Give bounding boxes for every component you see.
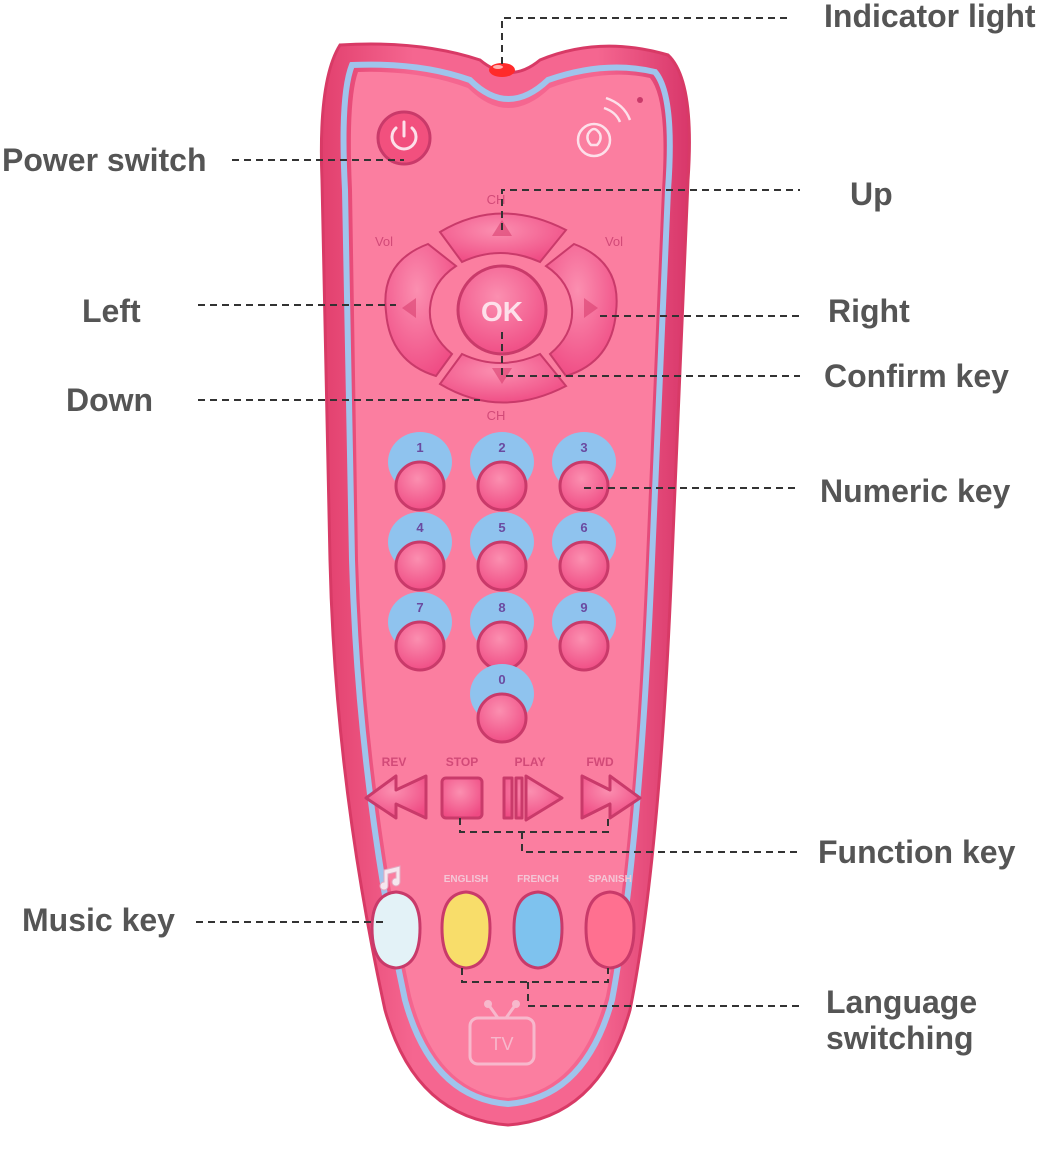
indicator-light-shine (493, 65, 503, 69)
indicator-light (489, 63, 515, 77)
callout-left: Left (82, 293, 141, 329)
leader-indicator-light (501, 17, 790, 64)
vol-right-label: Vol (605, 234, 623, 249)
number-key-label: 1 (416, 440, 423, 455)
function-label-play: PLAY (515, 755, 546, 769)
number-key-7[interactable]: 7 (388, 592, 452, 672)
ok-label: OK (481, 296, 523, 327)
rev-key[interactable] (364, 774, 428, 820)
power-button[interactable] (376, 110, 432, 166)
callout-function-key: Function key (818, 834, 1016, 870)
language-label-french: FRENCH (517, 874, 559, 885)
tv-label: TV (490, 1034, 513, 1054)
number-key-5[interactable]: 5 (470, 512, 534, 592)
music-key[interactable] (370, 890, 422, 970)
number-key-label: 7 (416, 600, 423, 615)
callout-language-switching-line1: Language (826, 984, 978, 1020)
leader-lines (196, 17, 800, 1007)
signal-bulb-icon (576, 96, 643, 158)
play-key[interactable] (502, 774, 564, 822)
english-key[interactable] (440, 890, 492, 970)
function-labels: REV STOP PLAY FWD (382, 755, 614, 769)
spanish-key[interactable] (584, 890, 636, 970)
number-key-label: 6 (580, 520, 587, 535)
number-key-9[interactable]: 9 (552, 592, 616, 672)
left-key[interactable] (384, 242, 458, 378)
number-key-label: 8 (498, 600, 505, 615)
callout-language-switching-line2: switching (826, 1020, 974, 1056)
language-label-english: ENGLISH (444, 874, 488, 885)
callout-numeric-key: Numeric key (820, 473, 1011, 509)
function-label-stop: STOP (446, 755, 478, 769)
number-key-label: 0 (498, 672, 505, 687)
number-key-1[interactable]: 1 (388, 432, 452, 512)
callout-up: Up (850, 176, 893, 212)
callout-power-switch: Power switch (2, 142, 207, 178)
ch-top-label: CH (487, 192, 506, 207)
number-key-label: 5 (498, 520, 505, 535)
power-icon (390, 120, 418, 151)
ch-bottom-label: CH (487, 408, 506, 423)
number-key-4[interactable]: 4 (388, 512, 452, 592)
language-label-spanish: SPANISH (588, 874, 632, 885)
vol-left-label: Vol (375, 234, 393, 249)
callout-right: Right (828, 293, 910, 329)
tv-icon: TV (468, 1000, 536, 1066)
ok-key[interactable]: OK (456, 264, 548, 356)
french-key[interactable] (512, 890, 564, 970)
number-key-label: 3 (580, 440, 587, 455)
number-key-8[interactable]: 8 (470, 592, 534, 672)
leader-language-switching (461, 968, 800, 1007)
fwd-key[interactable] (580, 774, 642, 820)
callout-indicator-light: Indicator light (824, 0, 1036, 34)
number-key-2[interactable]: 2 (470, 432, 534, 512)
callout-down: Down (66, 382, 154, 418)
stop-key[interactable] (440, 776, 484, 820)
number-key-0[interactable]: 0 (470, 664, 534, 744)
number-key-6[interactable]: 6 (552, 512, 616, 592)
number-key-label: 2 (498, 440, 505, 455)
music-note-icon (379, 865, 401, 891)
number-key-3[interactable]: 3 (552, 432, 616, 512)
leader-confirm-key (501, 332, 800, 377)
leader-up (501, 189, 800, 230)
callout-language-switching: Language switching (826, 984, 1026, 1056)
function-label-fwd: FWD (586, 755, 614, 769)
callout-music-key: Music key (22, 902, 175, 938)
up-key[interactable] (438, 212, 568, 264)
function-label-rev: REV (382, 755, 407, 769)
numeric-keypad: 1 2 3 4 5 6 7 8 9 0 (388, 432, 616, 744)
number-key-label: 4 (416, 520, 424, 535)
down-key[interactable] (438, 352, 568, 404)
language-labels: ENGLISH FRENCH SPANISH (444, 874, 632, 885)
number-key-label: 9 (580, 600, 587, 615)
leader-function-key (459, 818, 800, 853)
callout-confirm-key: Confirm key (824, 358, 1009, 394)
